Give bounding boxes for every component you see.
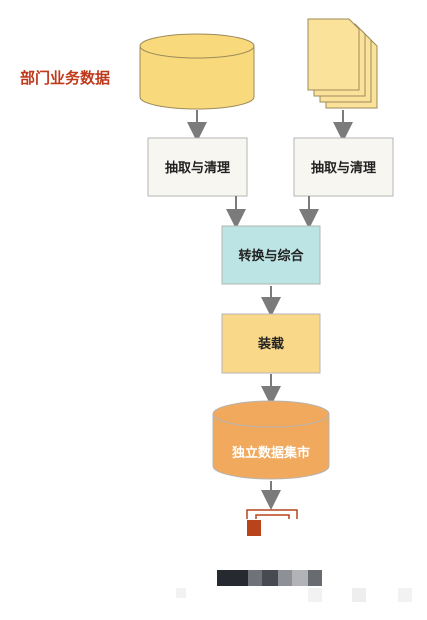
left-extract-label: 抽取与清理 bbox=[165, 160, 230, 176]
load-label: 装载 bbox=[257, 336, 284, 352]
documents-icon bbox=[307, 18, 378, 109]
departmental-database-icon bbox=[139, 33, 255, 110]
right-extract-box: 抽取与清理 bbox=[293, 137, 394, 197]
left-extract-box: 抽取与清理 bbox=[147, 137, 248, 197]
bracket-fragment bbox=[246, 509, 298, 536]
transform-label: 转换与综合 bbox=[238, 248, 304, 264]
swatch-bar bbox=[176, 570, 412, 602]
transform-box: 转换与综合 bbox=[221, 225, 321, 285]
datamart-label: 独立数据集市 bbox=[232, 445, 310, 461]
datamart-database-icon: 独立数据集市 bbox=[212, 400, 330, 480]
load-box: 装载 bbox=[221, 313, 321, 374]
right-extract-label: 抽取与清理 bbox=[311, 160, 376, 176]
source-label: 部门业务数据 bbox=[20, 69, 110, 87]
